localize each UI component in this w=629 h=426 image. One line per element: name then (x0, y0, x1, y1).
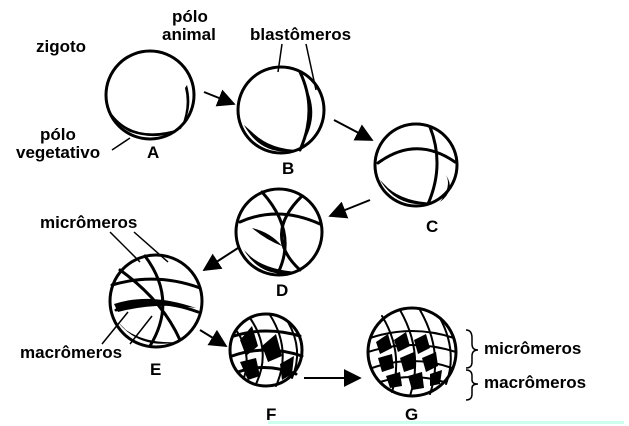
label-polo-animal-1: pólo (172, 7, 208, 26)
label-macromeros-left: macrômeros (20, 343, 122, 362)
arrow-a-to-b (204, 92, 234, 104)
arrow-c-to-d (330, 200, 370, 216)
label-polo-vegetativo-2: vegetativo (16, 143, 100, 162)
sphere-g-morula (368, 308, 456, 396)
label-polo-vegetativo-1: pólo (40, 125, 76, 144)
brace-micromeros (466, 330, 478, 368)
label-blastomeros: blastômeros (250, 25, 351, 44)
arrow-b-to-c (334, 120, 372, 140)
sphere-e-micro-macro (110, 255, 202, 347)
stage-letter-c: C (426, 217, 438, 236)
sphere-b-two-cells (238, 67, 324, 153)
label-micromeros-right: micrômeros (484, 339, 581, 358)
label-polo-animal-2: animal (162, 25, 216, 44)
stage-letter-g: G (405, 405, 418, 424)
label-macromeros-right: macrômeros (484, 373, 586, 392)
label-zigoto: zigoto (36, 37, 86, 56)
sphere-f-morula-early (230, 314, 302, 386)
stage-letter-b: B (282, 159, 294, 178)
pointer-micromeros-1 (110, 232, 140, 262)
stage-letter-a: A (147, 143, 159, 162)
bottom-tint-line (268, 421, 624, 424)
pointer-vegetativo (112, 138, 130, 150)
sphere-d-eight-cells (236, 189, 322, 275)
sphere-c-four-cells (375, 124, 457, 206)
sphere-a-zygote (106, 51, 194, 139)
brace-macromeros (466, 370, 478, 400)
stage-letter-f: F (266, 405, 276, 424)
arrow-d-to-e (204, 248, 238, 270)
stage-letter-d: D (276, 281, 288, 300)
stage-letter-e: E (150, 360, 161, 379)
label-micromeros-left: micrômeros (40, 213, 137, 232)
arrow-e-to-f (200, 330, 226, 346)
